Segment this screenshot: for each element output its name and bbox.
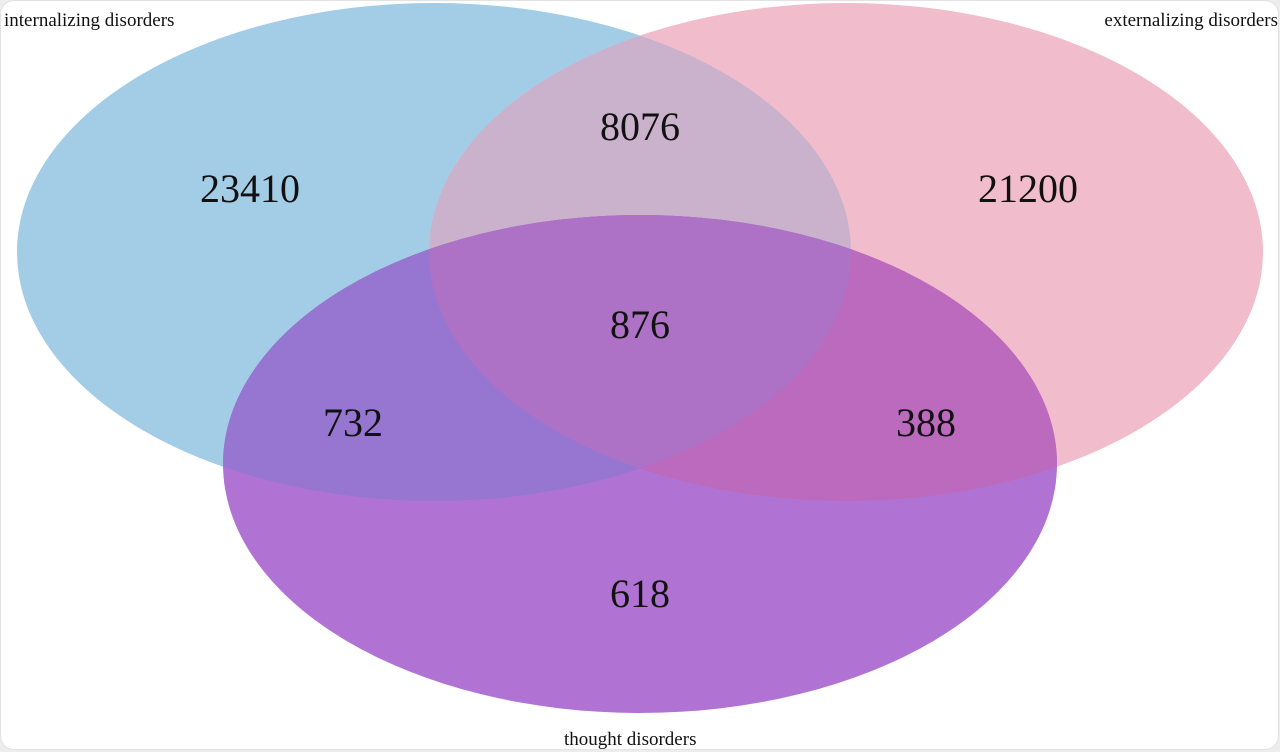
set-label-internalizing: internalizing disorders xyxy=(4,10,175,31)
region-value-internalizing-only: 23410 xyxy=(200,166,300,211)
region-value-thought-only: 618 xyxy=(610,571,670,616)
region-value-externalizing-only: 21200 xyxy=(978,166,1078,211)
region-value-internalizing-externalizing: 8076 xyxy=(600,104,680,149)
set-label-externalizing: externalizing disorders xyxy=(1104,10,1278,31)
set-label-thought: thought disorders xyxy=(564,729,697,750)
region-value-all-three: 876 xyxy=(610,302,670,347)
region-value-internalizing-thought: 732 xyxy=(323,400,383,445)
region-value-externalizing-thought: 388 xyxy=(896,400,956,445)
